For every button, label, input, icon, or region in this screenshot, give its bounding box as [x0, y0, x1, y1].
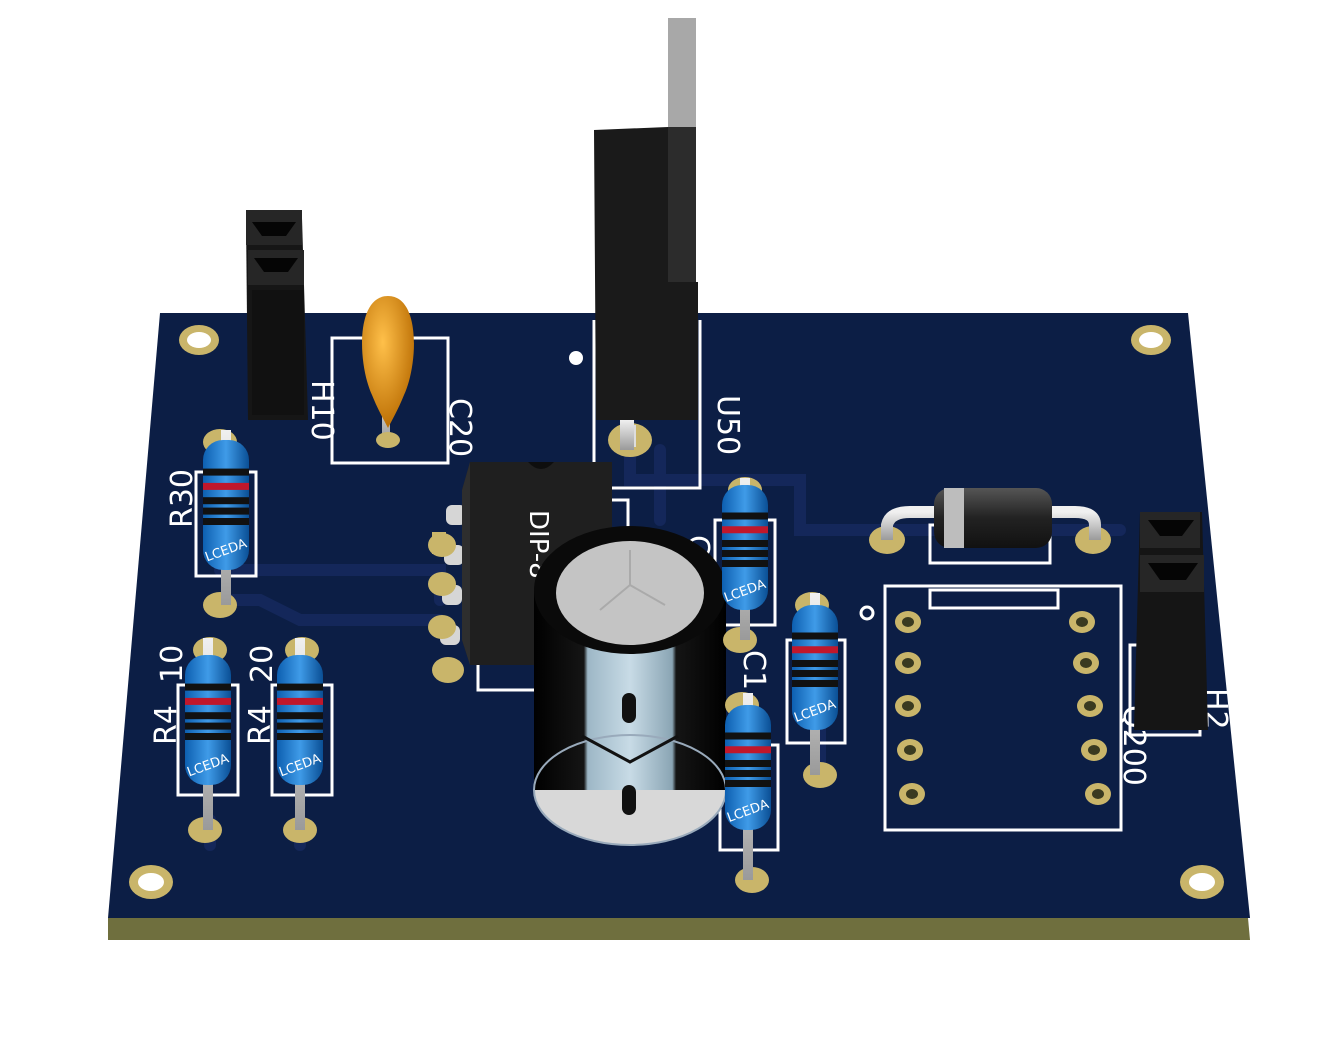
resistor-center-top: LCEDA	[722, 477, 768, 653]
pin1-marker	[569, 351, 583, 365]
pin1-marker-socket	[859, 605, 875, 621]
board-edge	[108, 918, 1250, 940]
label-c1: C1	[736, 650, 771, 690]
electrolytic-capacitor	[533, 526, 727, 846]
label-u5: U50	[710, 395, 745, 455]
resistor-r4-1: LCEDA	[185, 637, 231, 843]
voltage-regulator-u5	[594, 18, 698, 450]
label-h1: H10	[304, 380, 339, 441]
resistor-center-bottom: LCEDA	[725, 692, 771, 893]
socket-pads	[895, 611, 1111, 805]
label-r3: R30	[165, 469, 200, 528]
resistors: LCEDA LCEDA LCEDA LCEDA LCEDA LCEDA	[185, 429, 838, 893]
label-c2: C20	[442, 398, 477, 457]
jumper-h2	[1134, 512, 1208, 730]
mounting-holes	[129, 325, 1224, 899]
label-r4a-suffix: 10	[155, 645, 190, 683]
jumper-h1	[246, 210, 308, 420]
resistor-right: LCEDA	[792, 592, 838, 788]
diode	[869, 488, 1111, 554]
label-r4b: R4	[243, 705, 278, 745]
resistor-r3: LCEDA	[203, 429, 249, 618]
tantalum-capacitor-c2	[362, 296, 414, 448]
ic-dip8: DIP-8	[428, 462, 612, 683]
label-r4a: R4	[149, 705, 184, 745]
resistor-r4-2: LCEDA	[277, 637, 323, 843]
label-r4b-suffix: 20	[245, 645, 280, 683]
